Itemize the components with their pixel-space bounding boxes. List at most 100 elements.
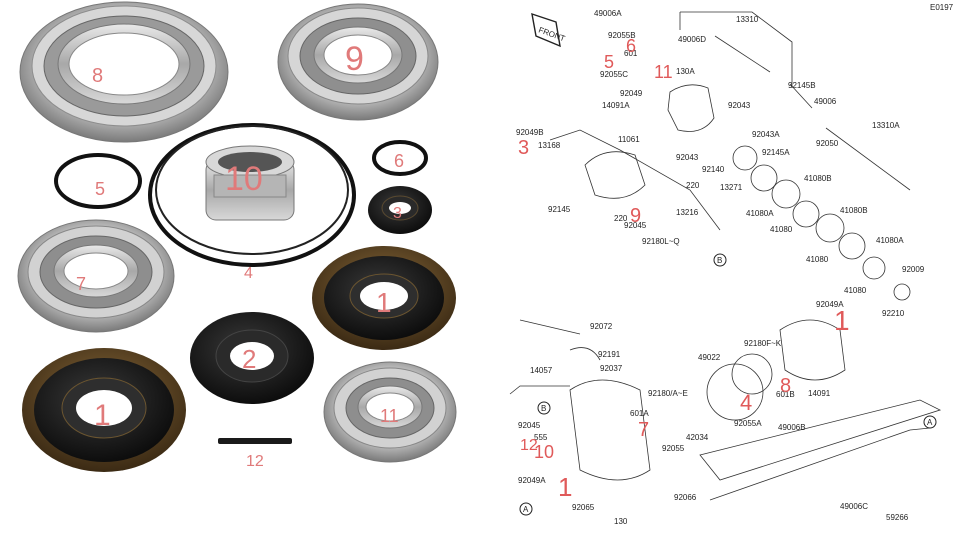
ref-b-bottom: B xyxy=(541,404,546,413)
label-1-upper: 1 xyxy=(376,287,392,318)
svg-text:12: 12 xyxy=(520,437,538,454)
svg-text:92045: 92045 xyxy=(624,221,647,230)
needle-bearing-10 xyxy=(205,145,295,221)
seal-2 xyxy=(190,312,314,404)
pin-12 xyxy=(218,438,292,444)
svg-text:555: 555 xyxy=(534,433,548,442)
svg-text:49006: 49006 xyxy=(814,97,837,106)
oring-5 xyxy=(54,153,142,209)
svg-text:59266: 59266 xyxy=(886,513,909,522)
svg-text:92050: 92050 xyxy=(816,139,839,148)
svg-text:41080: 41080 xyxy=(844,286,867,295)
svg-text:92043A: 92043A xyxy=(752,130,780,139)
svg-text:13310A: 13310A xyxy=(872,121,900,130)
svg-text:92180L~Q: 92180L~Q xyxy=(642,237,680,246)
svg-text:130: 130 xyxy=(614,517,628,526)
svg-text:92037: 92037 xyxy=(600,364,623,373)
svg-text:92055A: 92055A xyxy=(734,419,762,428)
svg-text:92065: 92065 xyxy=(572,503,595,512)
svg-text:13216: 13216 xyxy=(676,208,699,217)
svg-text:14091: 14091 xyxy=(808,389,831,398)
svg-text:11: 11 xyxy=(654,62,673,82)
svg-text:92049B: 92049B xyxy=(516,128,544,137)
front-arrow-icon xyxy=(531,12,561,48)
svg-text:92180/A~E: 92180/A~E xyxy=(648,389,688,398)
svg-text:92180F~K: 92180F~K xyxy=(744,339,782,348)
svg-text:41080A: 41080A xyxy=(746,209,774,218)
svg-text:41080A: 41080A xyxy=(876,236,904,245)
svg-text:8: 8 xyxy=(780,375,791,397)
svg-text:601A: 601A xyxy=(630,409,649,418)
seal-3 xyxy=(368,186,432,234)
part-numbers: 49006A 49006D 13310 92055B 601 130A 9205… xyxy=(516,9,925,526)
svg-text:92145A: 92145A xyxy=(762,148,790,157)
bearing-8 xyxy=(19,1,229,143)
svg-text:49006C: 49006C xyxy=(840,502,868,511)
svg-text:220: 220 xyxy=(614,214,628,223)
label-12: 12 xyxy=(246,453,264,470)
bearing-7 xyxy=(17,219,175,333)
svg-text:92049A: 92049A xyxy=(518,476,546,485)
svg-text:41080B: 41080B xyxy=(804,174,832,183)
svg-text:92043: 92043 xyxy=(676,153,699,162)
svg-text:1: 1 xyxy=(834,305,850,336)
svg-text:92045: 92045 xyxy=(518,421,541,430)
svg-text:601B: 601B xyxy=(776,390,795,399)
svg-text:9: 9 xyxy=(630,205,641,227)
label-6: 6 xyxy=(394,151,404,171)
label-1-lower: 1 xyxy=(94,399,111,432)
label-2: 2 xyxy=(242,344,256,374)
svg-text:49022: 49022 xyxy=(698,353,721,362)
svg-text:92145B: 92145B xyxy=(788,81,816,90)
svg-text:1: 1 xyxy=(558,472,572,502)
label-9: 9 xyxy=(345,40,364,78)
svg-text:92049: 92049 xyxy=(620,89,643,98)
label-5: 5 xyxy=(95,179,105,199)
svg-text:7: 7 xyxy=(638,419,649,441)
svg-text:92210: 92210 xyxy=(882,309,905,318)
svg-text:41080: 41080 xyxy=(770,225,793,234)
svg-text:42034: 42034 xyxy=(686,433,709,442)
svg-text:92072: 92072 xyxy=(590,322,613,331)
ref-a-bottom: A xyxy=(523,505,529,514)
oring-4 xyxy=(148,123,356,267)
seal-1-lower xyxy=(22,348,186,472)
svg-text:92055C: 92055C xyxy=(600,70,628,79)
svg-text:49006A: 49006A xyxy=(594,9,622,18)
svg-text:49006D: 49006D xyxy=(678,35,706,44)
label-8: 8 xyxy=(92,65,103,87)
parts-diagram: FRONT E0197 49006A 49006D 13310 92055B 6… xyxy=(509,3,954,526)
svg-text:49006B: 49006B xyxy=(778,423,806,432)
svg-text:92145: 92145 xyxy=(548,205,571,214)
svg-text:92066: 92066 xyxy=(674,493,697,502)
ref-b-top: B xyxy=(717,256,722,265)
svg-text:41080: 41080 xyxy=(806,255,829,264)
seal-1-upper xyxy=(312,246,456,350)
svg-text:14091A: 14091A xyxy=(602,101,630,110)
svg-text:92140: 92140 xyxy=(702,165,725,174)
parts-photo: 8 9 5 4 10 6 3 7 xyxy=(17,1,457,472)
red-markers: 5 6 11 3 9 1 8 4 7 10 12 1 xyxy=(518,36,850,502)
svg-text:92191: 92191 xyxy=(598,350,621,359)
label-10: 10 xyxy=(225,160,263,198)
svg-text:11061: 11061 xyxy=(618,135,640,144)
label-4: 4 xyxy=(244,265,253,282)
svg-text:130A: 130A xyxy=(676,67,695,76)
svg-text:92055: 92055 xyxy=(662,444,685,453)
label-3: 3 xyxy=(393,205,402,222)
svg-text:3: 3 xyxy=(518,137,529,159)
bearing-9 xyxy=(277,3,439,121)
svg-text:601: 601 xyxy=(624,49,638,58)
diagram-code: E0197 xyxy=(930,3,954,12)
svg-text:4: 4 xyxy=(740,390,752,415)
svg-text:13271: 13271 xyxy=(720,183,743,192)
svg-text:220: 220 xyxy=(686,181,700,190)
bearing-11 xyxy=(323,361,457,463)
svg-text:92055B: 92055B xyxy=(608,31,636,40)
svg-text:10: 10 xyxy=(534,442,554,462)
svg-text:13310: 13310 xyxy=(736,15,759,24)
svg-text:92043: 92043 xyxy=(728,101,751,110)
label-7: 7 xyxy=(76,274,86,294)
svg-text:92049A: 92049A xyxy=(816,300,844,309)
svg-text:41080B: 41080B xyxy=(840,206,868,215)
